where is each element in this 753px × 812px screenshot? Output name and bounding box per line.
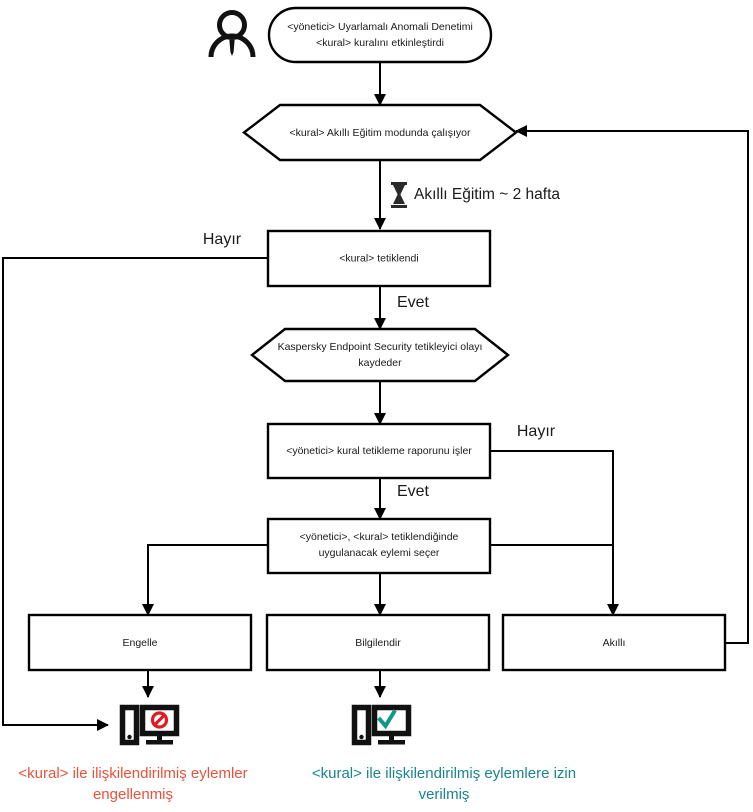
node-smart-training-label: <kural> Akıllı Eğitim modunda çalışıyor <box>290 127 471 139</box>
node-action-inform: Bilgilendir <box>265 613 491 672</box>
timer-annotation: Akıllı Eğitim ~ 2 hafta <box>391 182 560 208</box>
node-action-inform-label: Bilgilendir <box>355 637 401 649</box>
timer-label: Akıllı Eğitim ~ 2 hafta <box>414 186 560 203</box>
node-start: <yönetici> Uyarlamalı Anomali Denetimi <… <box>267 6 493 64</box>
caption-allowed-line1: <kural> ile ilişkilendirilmiş eylemlere … <box>312 765 576 782</box>
hourglass-icon <box>391 182 407 208</box>
computer-allowed-icon <box>351 704 412 746</box>
caption-blocked: <kural> ile ilişkilendirilmiş eylemler e… <box>18 765 247 803</box>
computer-blocked-icon <box>119 704 180 746</box>
node-start-line2: <kural> kuralını etkinleştirdi <box>316 37 444 49</box>
caption-allowed: <kural> ile ilişkilendirilmiş eylemlere … <box>312 765 576 803</box>
connector-admin-report-no-to-smart <box>490 450 619 616</box>
connector-smart-action-loop-back <box>515 125 749 644</box>
node-event-logged: Kaspersky Endpoint Security tetikleyici … <box>250 327 510 383</box>
node-start-line1: <yönetici> Uyarlamalı Anomali Denetimi <box>287 21 473 33</box>
node-rule-triggered-label: <kural> tetiklendi <box>339 252 418 264</box>
node-action-block: Engelle <box>27 613 253 672</box>
node-action-smart: Akıllı <box>501 613 727 672</box>
caption-blocked-line2: engellenmiş <box>93 786 173 803</box>
node-smart-training: <kural> Akıllı Eğitim modunda çalışıyor <box>242 103 518 162</box>
connector-rule-triggered-no-loop <box>2 257 268 731</box>
node-action-smart-label: Akıllı <box>603 637 626 649</box>
node-select-action-line1: <yönetici>, <kural> tetiklendiğinde <box>300 531 459 543</box>
edge-label-triggered-yes: Evet <box>397 294 430 311</box>
node-select-action-line2: uygulanacak eylemi seçer <box>319 547 440 559</box>
node-event-logged-line1: Kaspersky Endpoint Security tetikleyici … <box>278 341 483 353</box>
caption-blocked-line1: <kural> ile ilişkilendirilmiş eylemler <box>18 765 247 782</box>
edge-label-triggered-no: Hayır <box>203 231 242 248</box>
node-action-block-label: Engelle <box>122 637 157 649</box>
user-icon <box>208 10 256 58</box>
caption-allowed-line2: verilmiş <box>419 786 470 803</box>
edge-label-report-no: Hayır <box>517 423 556 440</box>
edge-label-report-yes: Evet <box>397 483 430 500</box>
node-admin-select-action: <yönetici>, <kural> tetiklendiğinde uygu… <box>266 517 492 575</box>
node-event-logged-line2: kaydeder <box>358 357 402 369</box>
connector-select-action-to-block <box>142 544 268 616</box>
node-admin-report-label: <yönetici> kural tetikleme raporunu işle… <box>286 445 472 457</box>
node-admin-report: <yönetici> kural tetikleme raporunu işle… <box>266 422 492 480</box>
node-rule-triggered: <kural> tetiklendi <box>266 229 492 288</box>
